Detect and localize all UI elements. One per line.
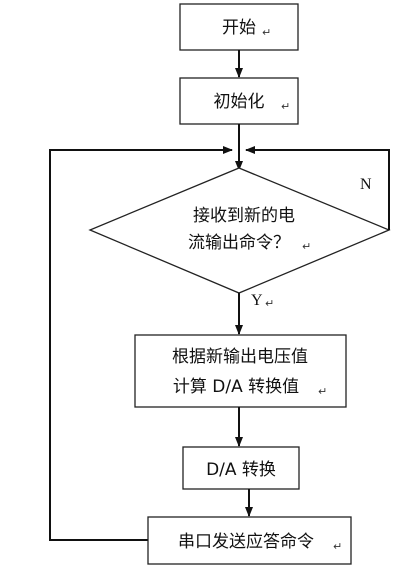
paragraph-mark: ↵ bbox=[333, 540, 342, 553]
decision-diamond bbox=[88, 167, 391, 294]
convert-box bbox=[182, 446, 300, 490]
decision-label-line1: 接收到新的电 bbox=[193, 206, 295, 226]
compute-label-line2: 计算 D/A 转换值 bbox=[173, 377, 299, 397]
paragraph-mark: ↵ bbox=[265, 297, 274, 310]
paragraph-mark: ↵ bbox=[302, 240, 311, 253]
compute-box bbox=[134, 334, 347, 408]
decision-label-line2: 流输出命令？ bbox=[188, 233, 290, 253]
init-box bbox=[179, 77, 299, 125]
paragraph-mark: ↵ bbox=[281, 100, 290, 113]
compute-label-line1: 根据新输出电压值 bbox=[172, 347, 308, 367]
no-branch-line bbox=[245, 146, 390, 230]
send-box bbox=[147, 516, 352, 565]
yes-label: Y bbox=[251, 292, 263, 309]
no-label: N bbox=[360, 176, 372, 193]
start-label: 开始 bbox=[222, 18, 256, 38]
start-box bbox=[179, 3, 299, 51]
return-loop-line bbox=[49, 146, 233, 541]
paragraph-mark: ↵ bbox=[318, 385, 327, 398]
send-label: 串口发送应答命令 bbox=[178, 532, 314, 552]
paragraph-mark: ↵ bbox=[262, 26, 271, 39]
convert-label: D/A 转换 bbox=[206, 460, 276, 480]
init-label: 初始化 bbox=[214, 92, 265, 112]
